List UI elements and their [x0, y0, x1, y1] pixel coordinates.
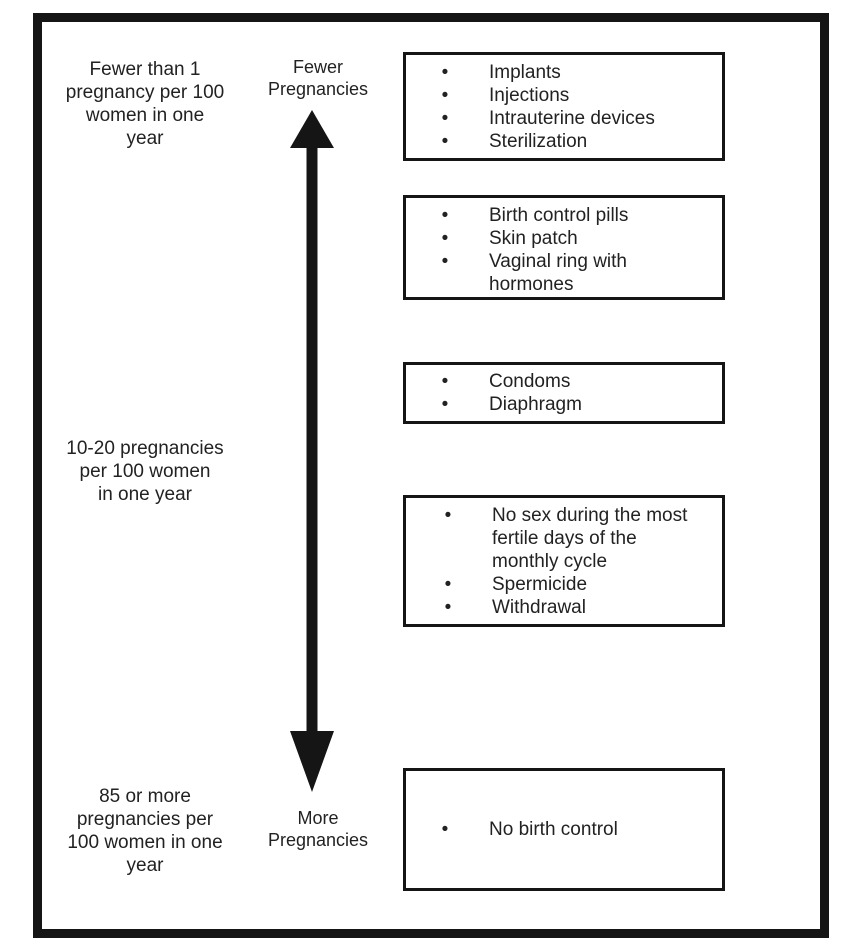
bullet-icon: •	[444, 505, 452, 526]
method-item: •Withdrawal	[444, 597, 586, 618]
label-line: Pregnancies	[267, 79, 369, 99]
label-line: 85 or more	[99, 786, 191, 807]
bullet-icon: •	[441, 371, 449, 392]
label-line: 100 women in one	[67, 832, 223, 853]
label-line: More	[297, 808, 339, 828]
method-box-none: •No birth control	[403, 768, 725, 891]
method-item: •Diaphragm	[441, 394, 582, 415]
method-item: •Sterilization	[441, 131, 588, 152]
bullet-icon: •	[441, 819, 449, 840]
method-item: •Injections	[441, 85, 570, 106]
label-line: Fewer	[292, 57, 343, 77]
method-item: •Birth control pills	[441, 205, 629, 226]
bullet-icon: •	[444, 597, 452, 618]
method-item: •Skin patch	[441, 228, 578, 249]
label-line: Fewer than 1	[89, 59, 201, 80]
arrow-head-down	[290, 731, 334, 792]
label-line: Pregnancies	[267, 830, 369, 850]
method-box-hormonal: •Birth control pills •Skin patch •Vagina…	[403, 195, 725, 300]
method-item: •Spermicide	[444, 574, 588, 595]
method-item: •Intrauterine devices	[441, 108, 655, 129]
label-line: pregnancies per	[76, 809, 214, 830]
bullet-icon: •	[441, 85, 449, 106]
label-line: year	[126, 128, 164, 149]
label-line: pregnancy per 100	[65, 82, 225, 103]
label-line: year	[126, 855, 164, 876]
label-line: per 100 women	[79, 461, 211, 482]
method-box-most-effective: •Implants •Injections •Intrauterine devi…	[403, 52, 725, 161]
bullet-icon: •	[444, 574, 452, 595]
arrow-head-up	[290, 110, 334, 148]
label-line: 10-20 pregnancies	[66, 438, 224, 459]
method-item: •Condoms	[441, 371, 571, 392]
method-box-barrier: •Condoms •Diaphragm	[403, 362, 725, 424]
bullet-icon: •	[441, 228, 449, 249]
bullet-icon: •	[441, 251, 449, 272]
bullet-icon: •	[441, 108, 449, 129]
axis-label-more: More Pregnancies	[253, 807, 383, 851]
effectiveness-label-high: Fewer than 1 pregnancy per 100 women in …	[40, 58, 250, 150]
bullet-icon: •	[441, 394, 449, 415]
method-item: •No birth control	[441, 819, 618, 840]
bullet-icon: •	[441, 62, 449, 83]
bullet-icon: •	[441, 131, 449, 152]
bullet-icon: •	[441, 205, 449, 226]
effectiveness-label-low: 85 or more pregnancies per 100 women in …	[40, 785, 250, 877]
effectiveness-label-medium: 10-20 pregnancies per 100 women in one y…	[40, 437, 250, 506]
label-line: in one year	[97, 484, 192, 505]
axis-label-fewer: Fewer Pregnancies	[253, 56, 383, 100]
label-line: women in one	[85, 105, 205, 126]
method-item: •Implants	[441, 62, 561, 83]
